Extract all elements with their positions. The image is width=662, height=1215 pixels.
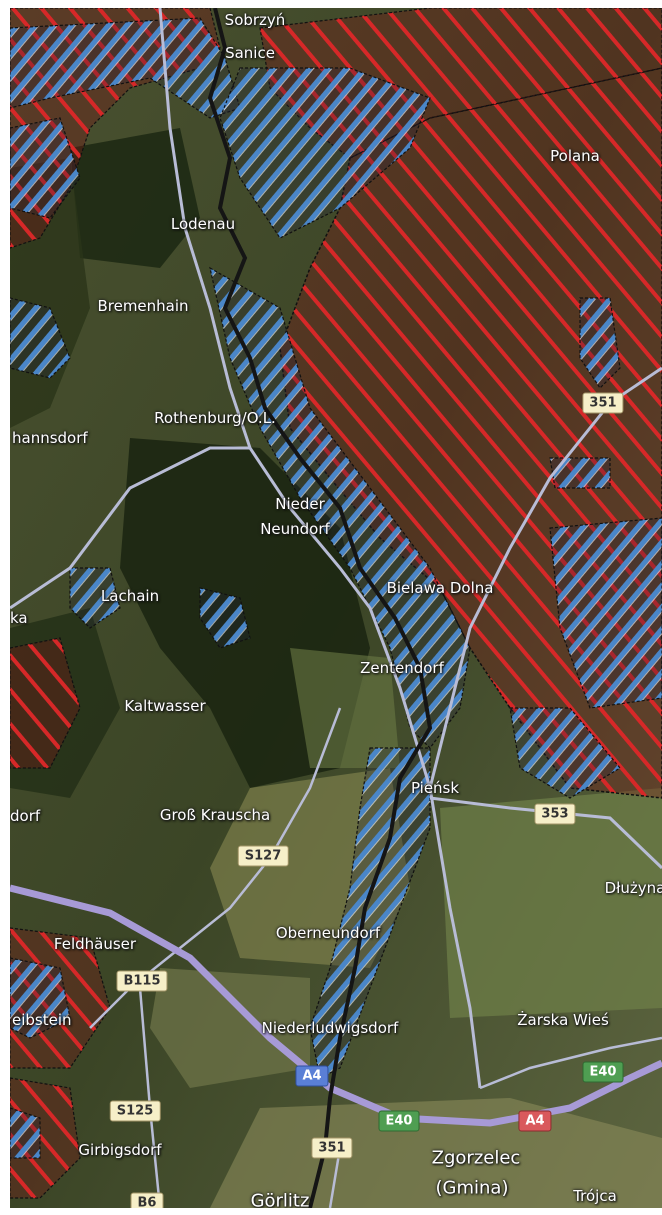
protected-area-blue [579, 297, 621, 389]
place-label-lochain[interactable]: Lachain [100, 587, 160, 605]
road-shield-e40-center[interactable]: E40 [378, 1110, 420, 1132]
protected-area-red [10, 637, 81, 769]
place-label-bremenhain[interactable]: Bremenhain [97, 297, 189, 315]
place-label-zarska-wies[interactable]: Żarska Wieś [517, 1011, 609, 1029]
farmland [440, 788, 662, 1018]
place-label-polana[interactable]: Polana [550, 147, 600, 165]
road-shield-r351-south[interactable]: 351 [311, 1137, 353, 1159]
protected-area-blue [10, 297, 71, 379]
place-label-dorf[interactable]: dorf [10, 807, 41, 825]
road-shield-a4-east[interactable]: A4 [518, 1110, 552, 1132]
protected-area-blue [509, 707, 621, 799]
map-layers [10, 8, 662, 1208]
place-label-gmina[interactable]: (Gmina) [435, 1177, 509, 1199]
road-shield-r353[interactable]: 353 [534, 803, 576, 825]
place-label-sobrzyn[interactable]: Sobrzyń [224, 11, 286, 29]
place-label-nieder-neundorf-1[interactable]: Nieder [275, 495, 325, 513]
place-label-nieder-neundorf-2[interactable]: Neundorf [260, 520, 330, 538]
place-label-ka[interactable]: ka [10, 609, 28, 627]
place-label-hannsdorf[interactable]: hannsdorf [12, 429, 88, 447]
place-label-niederludwigsdorf[interactable]: Niederludwigsdorf [261, 1019, 399, 1037]
protected-area-blue [309, 747, 431, 1079]
road-shield-b6[interactable]: B6 [130, 1192, 164, 1208]
road-shield-b115[interactable]: B115 [116, 970, 168, 992]
place-label-feldhauser[interactable]: Feldhäuser [53, 935, 137, 953]
protected-area-blue [549, 517, 662, 709]
road [158, 8, 482, 1089]
place-label-girbigsdorf[interactable]: Girbigsdorf [78, 1141, 162, 1159]
place-label-bielawa-dolna[interactable]: Bielawa Dolna [386, 579, 494, 597]
place-label-gorlitz[interactable]: Görlitz [250, 1190, 310, 1209]
road-shield-s127[interactable]: S127 [237, 845, 289, 867]
place-label-oberneundorf[interactable]: Oberneundorf [275, 924, 381, 942]
place-label-kaltwasser[interactable]: Kaltwasser [124, 697, 206, 715]
protected-area-blue [10, 17, 241, 119]
place-label-dluzyna[interactable]: Dłużyna [604, 879, 662, 897]
place-label-zentendorf[interactable]: Zentendorf [360, 659, 444, 677]
protected-area-blue [219, 67, 431, 239]
place-label-lodenau[interactable]: Lodenau [170, 215, 236, 233]
river-neisse [207, 8, 433, 1208]
place-label-gross-krauscha[interactable]: Groß Krauscha [159, 806, 271, 824]
place-label-trojca[interactable]: Trójca [573, 1187, 617, 1205]
protected-area-blue [10, 117, 81, 219]
protected-area-blue [199, 587, 251, 649]
farmland [150, 968, 310, 1088]
place-label-zgorzelec[interactable]: Zgorzelec [431, 1147, 521, 1169]
forest-area [70, 128, 200, 268]
farmland [290, 648, 400, 768]
protected-area-blue [549, 457, 611, 489]
road-shield-a4-west[interactable]: A4 [295, 1065, 329, 1087]
road [479, 1036, 662, 1090]
road [10, 446, 250, 610]
road-shield-e40-east[interactable]: E40 [582, 1061, 624, 1083]
protected-area-blue [10, 957, 71, 1039]
place-label-rothenburg[interactable]: Rothenburg/O.L. [154, 409, 276, 427]
protected-area-red [10, 1077, 81, 1199]
place-label-leibstein[interactable]: eibstein [12, 1011, 72, 1029]
place-label-sanice[interactable]: Sanice [225, 44, 275, 62]
motorway-a4 [10, 884, 662, 1127]
protected-area-blue [10, 1107, 41, 1159]
protected-area-blue [69, 567, 121, 629]
place-label-piensk[interactable]: Pieńsk [410, 779, 460, 797]
road-shield-r351-north[interactable]: 351 [582, 392, 624, 414]
road-shield-s125[interactable]: S125 [109, 1100, 161, 1122]
